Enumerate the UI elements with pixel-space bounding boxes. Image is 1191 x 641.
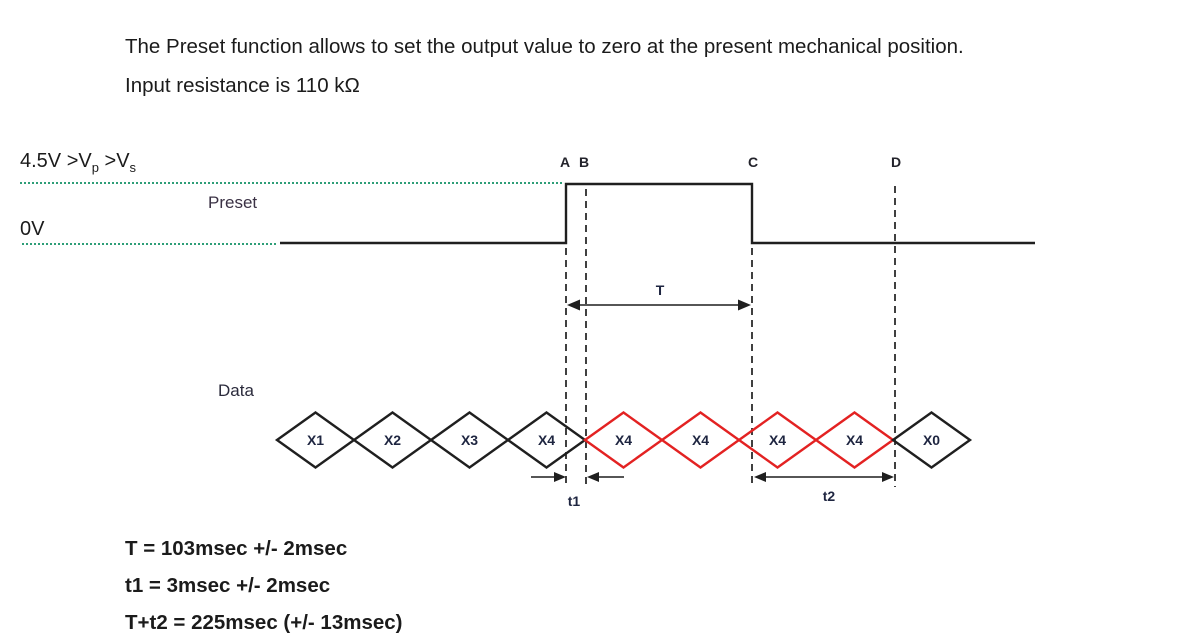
data-frame-label: X1 [307, 432, 324, 448]
t2-arrow-left-head [754, 472, 766, 482]
data-frame-label: X0 [923, 432, 940, 448]
t-interval-arrow [567, 299, 751, 311]
t2-interval-arrow [754, 472, 894, 482]
timing-formulas: T = 103msec +/- 2msec t1 = 3msec +/- 2ms… [125, 530, 403, 641]
voltage-high-mid: >V [98, 150, 130, 172]
marker-a: A [559, 154, 571, 170]
t-arrow-left-head [567, 299, 580, 311]
intro-line-2: Input resistance is 110 kΩ [125, 74, 360, 97]
timing-label-t2: t2 [822, 488, 836, 504]
t1-left-head [554, 472, 566, 482]
data-frame-label: X4 [692, 432, 709, 448]
voltage-sub-p: p [91, 160, 99, 175]
timing-label-t1: t1 [567, 493, 581, 509]
voltage-high-label: 4.5V >Vp >Vs [20, 150, 136, 175]
intro-line-1: The Preset function allows to set the ou… [125, 35, 964, 58]
t2-arrow-right-head [882, 472, 894, 482]
t1-right-head [587, 472, 599, 482]
data-frame-label: X3 [461, 432, 478, 448]
voltage-low-label: 0V [20, 218, 45, 240]
data-signal-label: Data [218, 381, 254, 400]
t-arrow-right-head [738, 299, 751, 311]
data-frames-layer: X1 X2 X3 X4 X4 X4 X4 X4 X0 [274, 411, 973, 469]
data-frame-label: X4 [769, 432, 786, 448]
formula-t1: t1 = 3msec +/- 2msec [125, 574, 331, 597]
intro-text: The Preset function allows to set the ou… [125, 27, 964, 105]
data-frame-label: X2 [384, 432, 401, 448]
data-frame-label: X4 [615, 432, 632, 448]
preset-signal-label: Preset [208, 193, 258, 212]
timing-label-T: T [655, 282, 665, 298]
preset-pulse-waveform [280, 182, 1035, 245]
marker-c: C [747, 154, 759, 170]
data-frame-label: X4 [846, 432, 863, 448]
data-frame-diamond [890, 411, 973, 469]
voltage-high-text: 4.5V >V [20, 150, 92, 172]
voltage-sub-s: s [129, 160, 137, 175]
formula-T-t2: T+t2 = 225msec (+/- 13msec) [125, 611, 403, 634]
marker-b: B [578, 154, 590, 170]
t1-interval-arrows [531, 472, 624, 482]
data-frame-label: X4 [538, 432, 555, 448]
marker-d: D [890, 154, 902, 170]
formula-T: T = 103msec +/- 2msec [125, 537, 348, 560]
